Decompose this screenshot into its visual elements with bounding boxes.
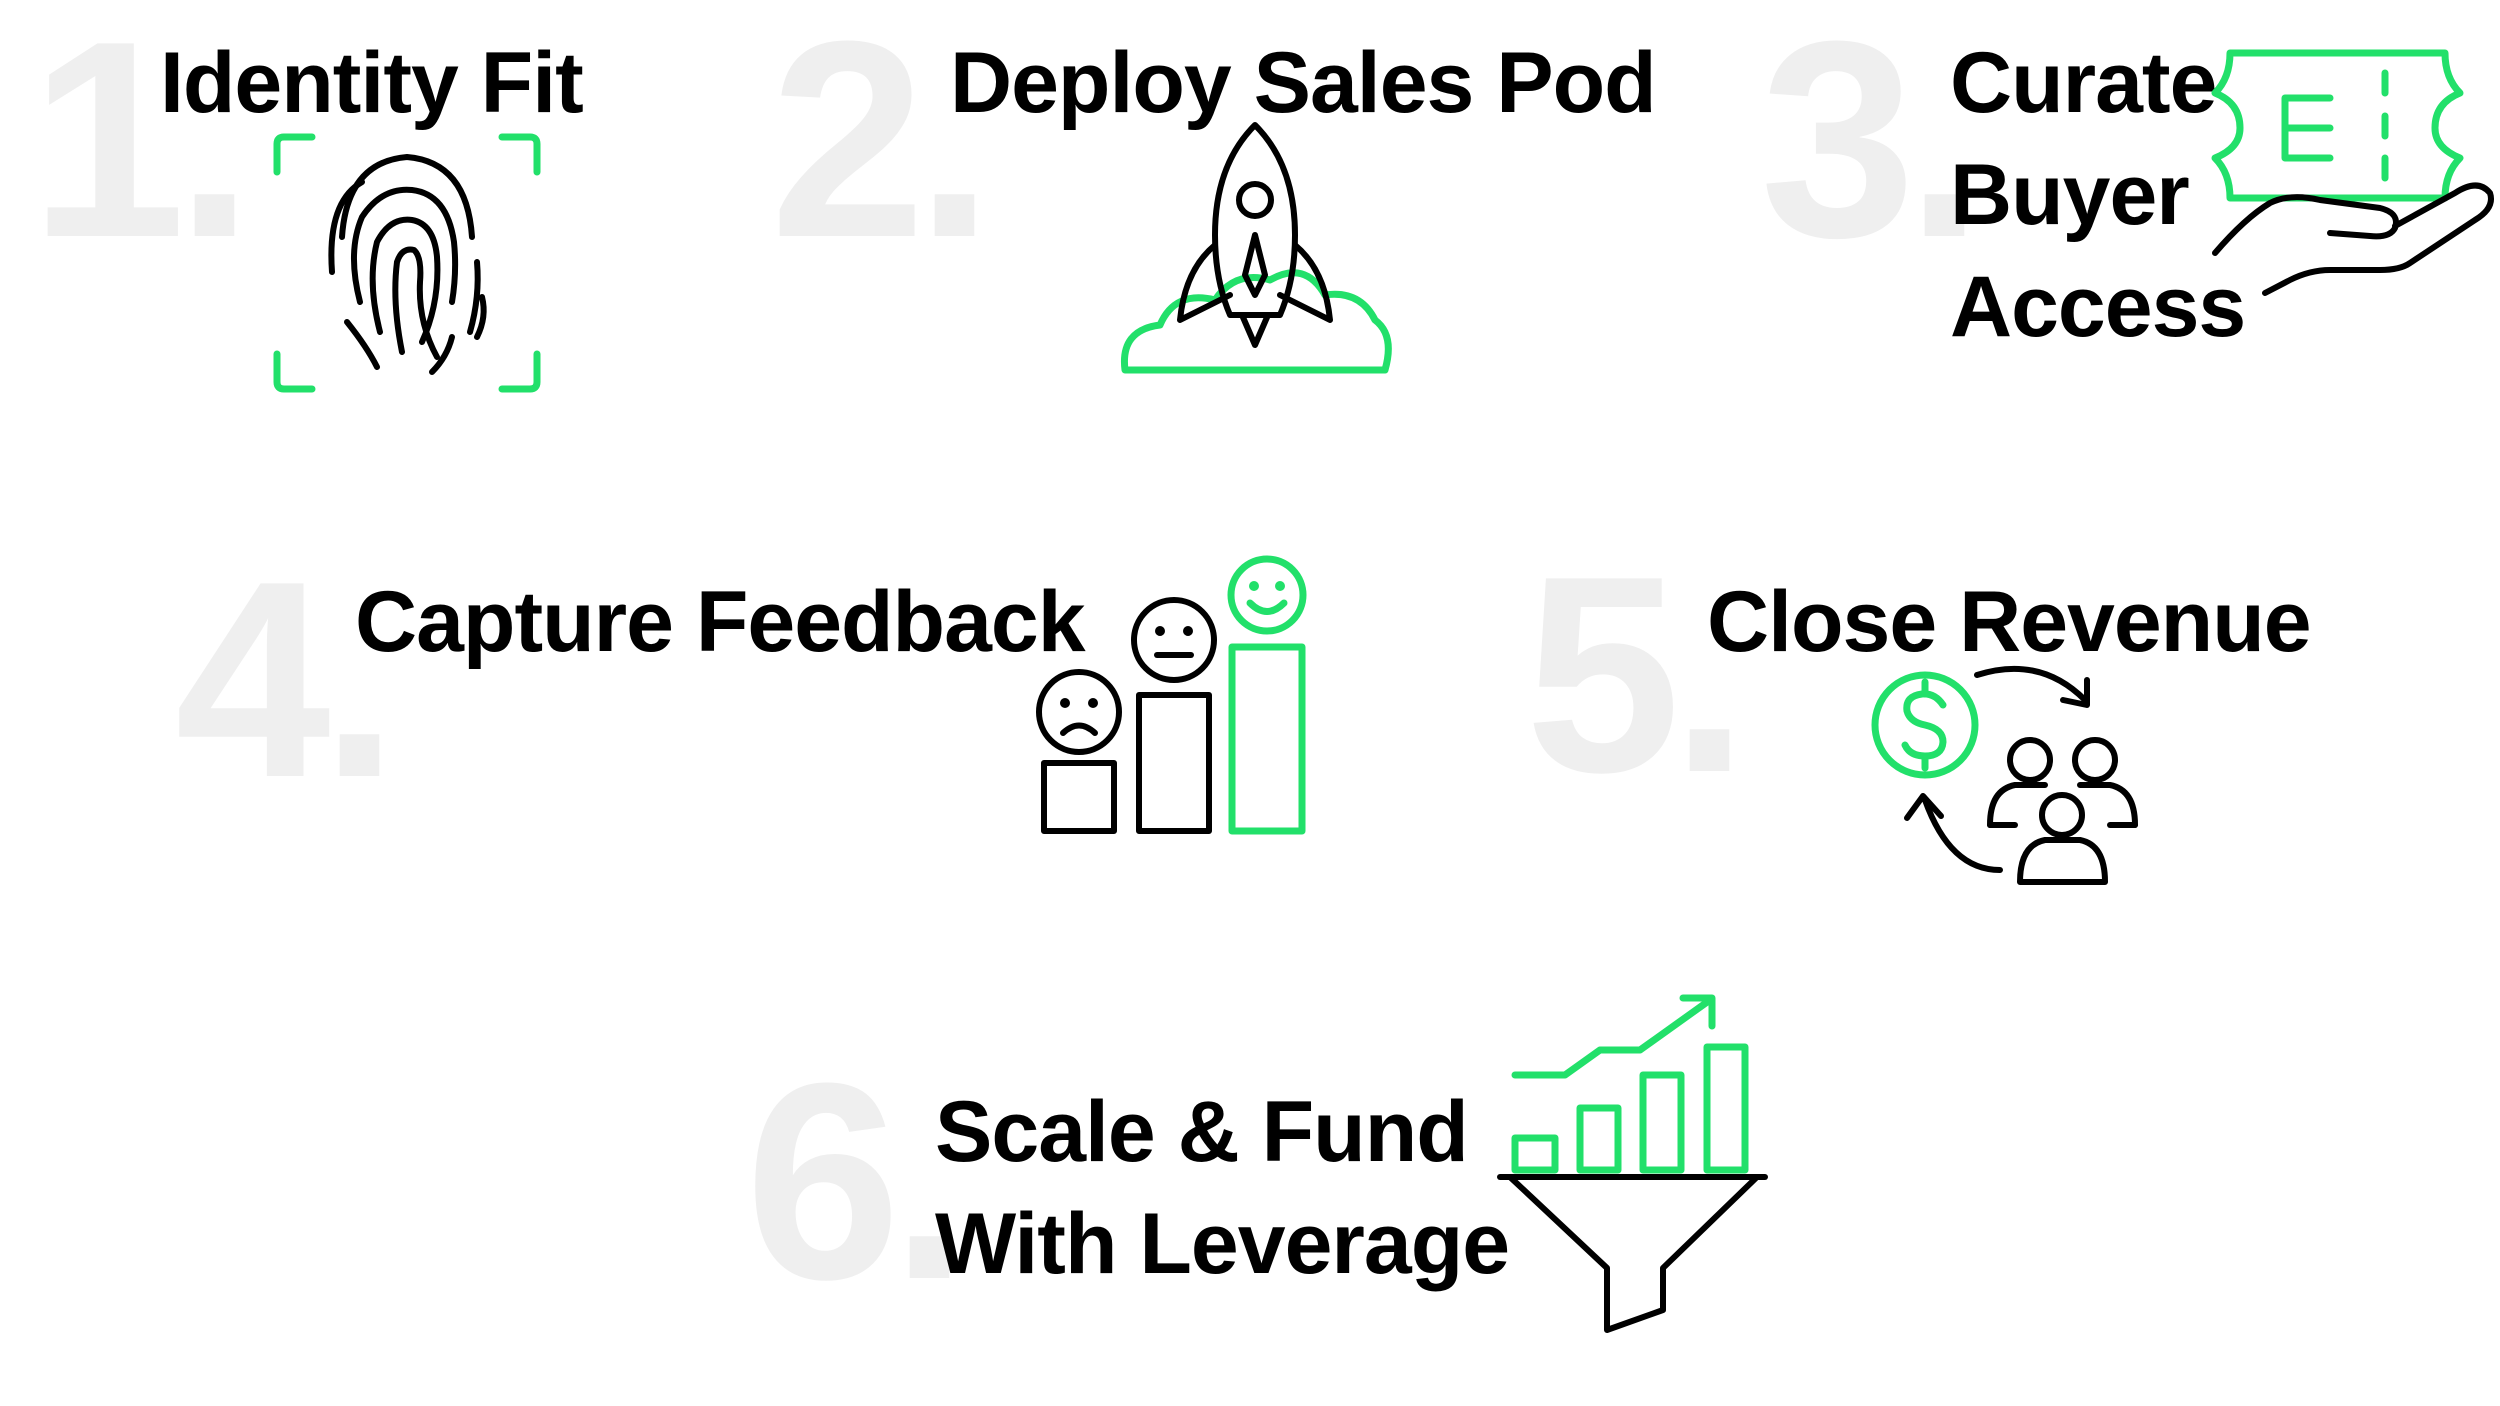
sad-face-icon	[1036, 669, 1122, 755]
step-number: 3.	[1760, 0, 1983, 296]
step-number: 2.	[770, 0, 993, 296]
neutral-face-icon	[1131, 597, 1217, 683]
fingerprint-icon	[273, 133, 541, 393]
step-title: Curate Buyer Access	[1950, 28, 2246, 363]
step-title: Scale & Fund With Leverage	[935, 1077, 1510, 1301]
dollar-coin-icon	[1871, 671, 1979, 779]
step-title-line: Identity Fit	[160, 35, 584, 131]
step-title-line: Curate	[1950, 35, 2217, 131]
ticket-hand-icon	[2211, 49, 2494, 296]
step-title: Identity Fit	[160, 28, 584, 140]
funnel-growth-icon	[1497, 994, 1768, 1333]
revenue-cycle-icon	[1871, 665, 2138, 885]
step-number: 6.	[745, 1026, 968, 1338]
step-number: 1.	[30, 0, 253, 296]
happy-face-icon	[1227, 555, 1307, 635]
step-title-line: Access	[1950, 258, 2246, 355]
step-title-line: Capture Feedback	[355, 574, 1086, 670]
step-title-line: Scale & Fund	[935, 1084, 1469, 1180]
feedback-bars-icon	[1036, 555, 1307, 835]
step-title-line: Close Revenue	[1707, 574, 2312, 670]
step-number: 4.	[175, 524, 398, 836]
rocket-icon	[1120, 122, 1392, 374]
step-title: Deploy Sales Pod	[950, 28, 1657, 140]
step-number: 5.	[1525, 519, 1748, 831]
step-title-line: With Leverage	[935, 1195, 1510, 1292]
people-icon	[1987, 737, 2138, 885]
step-title: Close Revenue	[1707, 567, 2312, 679]
step-title-line: Deploy Sales Pod	[950, 35, 1657, 131]
step-title: Capture Feedback	[355, 567, 1086, 679]
step-title-line: Buyer	[1950, 146, 2190, 243]
